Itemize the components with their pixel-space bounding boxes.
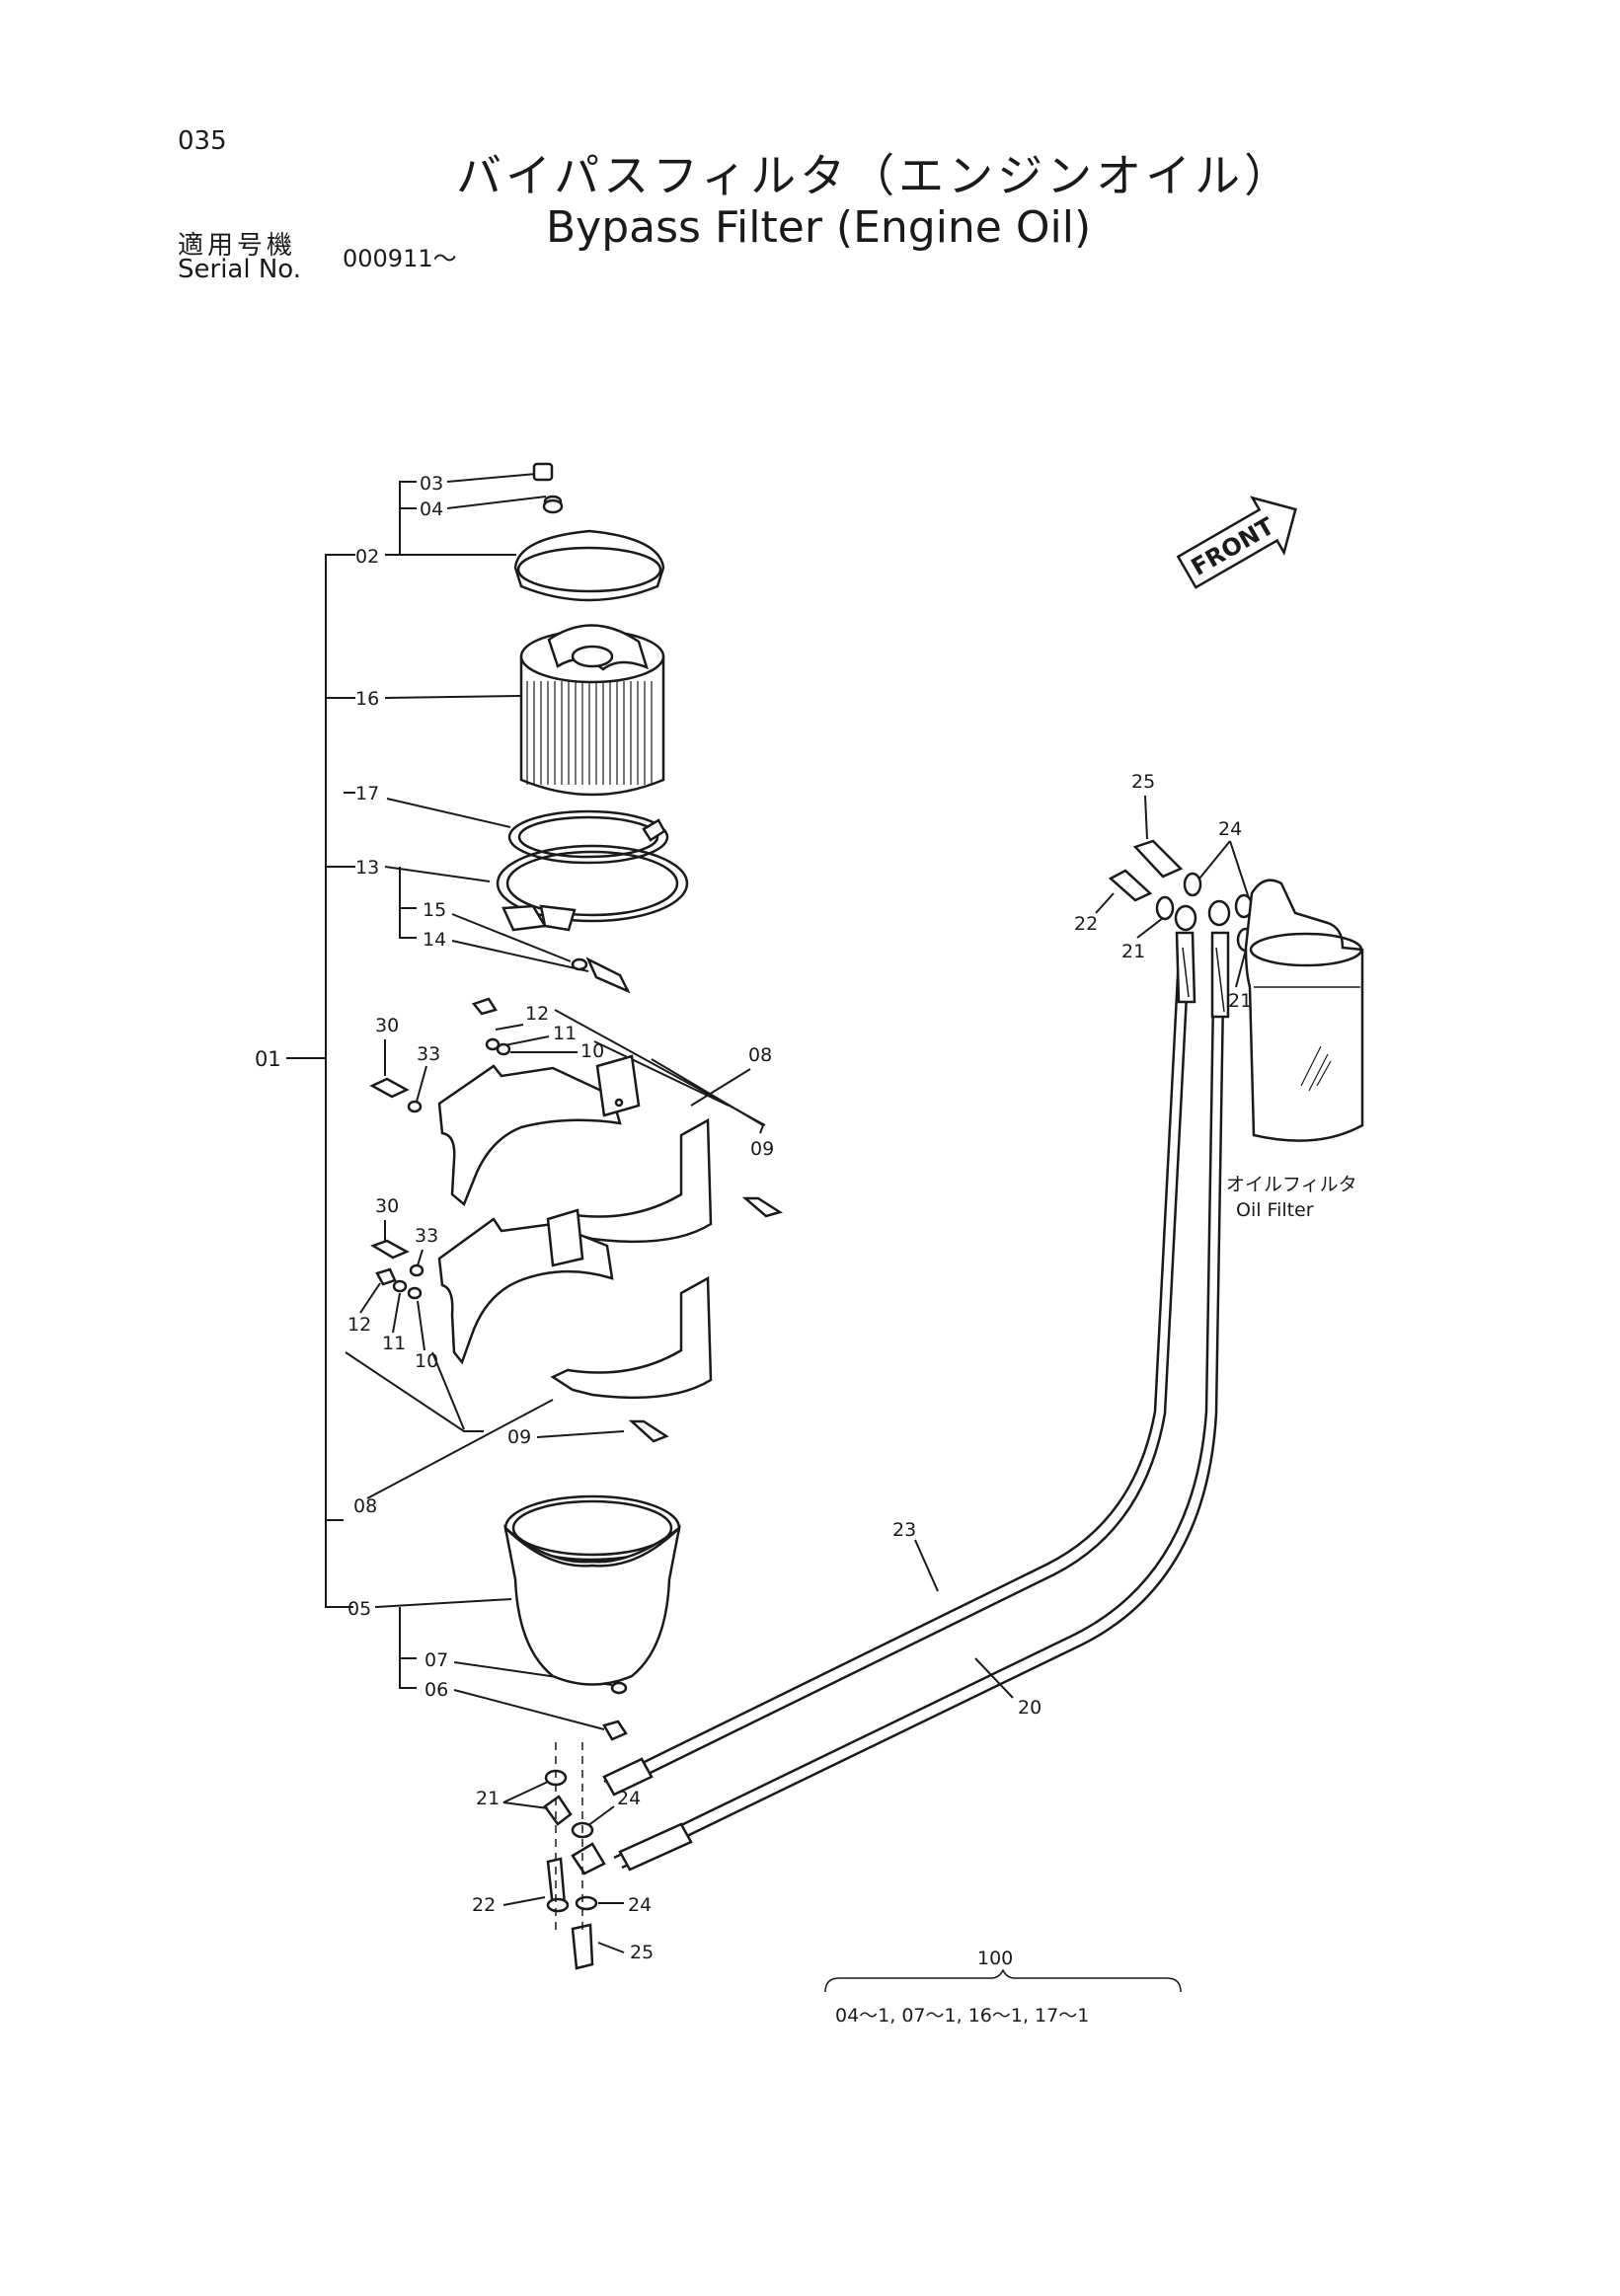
bolt-25-upper: [1132, 839, 1184, 879]
title-english: Bypass Filter (Engine Oil): [546, 202, 1092, 253]
serial-label: Serial No.: [178, 255, 301, 284]
washer-10-upper: [496, 1042, 511, 1056]
callout-22-upper: 22: [1074, 913, 1098, 935]
bracket-08-lower-half: [437, 1217, 614, 1365]
lower-bracket-assembly: 30 33 12 11 10 09 08: [345, 1195, 713, 1517]
callout-02: 02: [355, 546, 379, 568]
callout-05: 05: [347, 1598, 371, 1620]
washer-24-bottom: [575, 1895, 598, 1911]
cover-assembly-02: 02 03 04: [344, 462, 665, 602]
bolt-25-lower: [571, 1923, 594, 1970]
washer-24-upper-a: [1183, 872, 1202, 897]
filter-cover-02: [513, 529, 665, 602]
callout-08-upper: 08: [748, 1044, 772, 1066]
filter-element-16: 16: [344, 624, 665, 797]
bolt-09-upper: [741, 1196, 784, 1218]
serial-label-japanese: 適用号機: [178, 231, 297, 261]
drain-plug-06: [602, 1720, 628, 1741]
upper-bracket-assembly: 30 33 12 11 10 08 09: [369, 997, 784, 1244]
hoses: 23 20: [602, 899, 1231, 1872]
callout-14: 14: [423, 929, 446, 951]
callout-03: 03: [420, 473, 443, 495]
spring-washer-11-lower: [392, 1279, 408, 1293]
callout-12-upper: 12: [525, 1003, 549, 1025]
washer-33-lower: [409, 1263, 424, 1277]
kit-contents: 04～1, 07～1, 16～1, 17～1: [835, 2005, 1089, 2027]
callout-17: 17: [355, 783, 379, 804]
callout-22-lower: 22: [472, 1894, 496, 1916]
callout-06: 06: [424, 1679, 448, 1701]
bleed-screw-03: [532, 462, 554, 482]
callout-24-bottom: 24: [628, 1894, 652, 1916]
o-ring-17: 17: [344, 783, 669, 865]
callout-07: 07: [424, 1649, 448, 1671]
callout-24-lower-upper: 24: [617, 1788, 641, 1809]
callout-08-lower: 08: [353, 1495, 377, 1517]
callout-24-upper: 24: [1218, 818, 1242, 840]
bracket-08-upper-half: [437, 1064, 622, 1207]
callout-11-upper: 11: [553, 1023, 577, 1044]
callout-04: 04: [420, 498, 443, 520]
front-direction-marker: FRONT: [1176, 496, 1297, 589]
serial-value: 000911～: [343, 245, 457, 272]
front-arrow-icon: [1176, 496, 1297, 589]
callout-01: 01: [255, 1047, 281, 1071]
callout-33-lower: 33: [415, 1225, 438, 1247]
band-clamp-13: 13 15 14: [344, 844, 689, 994]
washer-33-upper: [407, 1100, 423, 1113]
filter-case-05: 05 07 06: [344, 1494, 681, 1741]
callout-25-upper: 25: [1131, 771, 1155, 793]
eye-joint-21-lower: [543, 1795, 573, 1826]
bolt-22-upper: [1108, 869, 1153, 902]
callout-30-lower: 30: [375, 1195, 399, 1217]
title-japanese: バイパスフィルタ（エンジンオイル）: [456, 149, 1294, 202]
o-ring-07: [610, 1681, 628, 1695]
callout-09-lower: 09: [507, 1426, 531, 1448]
bolt-09-lower: [628, 1419, 669, 1443]
callout-15: 15: [423, 899, 446, 921]
kit-number: 100: [977, 1948, 1013, 1969]
callout-33-upper: 33: [417, 1043, 440, 1065]
callout-21-right: 21: [1228, 990, 1252, 1012]
nut-12-lower: [375, 1267, 397, 1286]
oil-filter: オイルフィルタ Oil Filter: [1226, 879, 1364, 1221]
callout-20: 20: [1018, 1697, 1041, 1719]
oil-filter-label-jp: オイルフィルタ: [1226, 1174, 1357, 1195]
callout-23: 23: [892, 1519, 916, 1541]
callout-25-lower: 25: [630, 1942, 654, 1963]
bolt-30-lower: [370, 1239, 410, 1260]
callout-10-lower: 10: [415, 1350, 438, 1372]
callout-16: 16: [355, 688, 379, 710]
callout-09-upper: 09: [750, 1138, 774, 1160]
washer-15: [571, 957, 588, 971]
callout-21-upper: 21: [1121, 941, 1145, 962]
spring-washer-11-upper: [485, 1037, 501, 1051]
callout-13: 13: [355, 857, 379, 879]
assembly-bracket-01: 01: [255, 554, 344, 1608]
callout-30-upper: 30: [375, 1015, 399, 1036]
bolt-14: [585, 957, 631, 994]
washer-21-upper-a: [1155, 895, 1175, 921]
callout-11-lower: 11: [382, 1333, 406, 1354]
page-number: 035: [178, 126, 227, 156]
bracket-08-lower-other-half: [550, 1275, 713, 1400]
eye-joint-20-end: [571, 1842, 606, 1875]
washer-10-lower: [407, 1286, 423, 1300]
callout-21-lower: 21: [476, 1788, 500, 1809]
callout-10-upper: 10: [580, 1040, 604, 1062]
oil-filter-label-en: Oil Filter: [1236, 1199, 1314, 1221]
bolt-30-upper: [369, 1077, 410, 1099]
lower-fittings: 21 24 22 24 25: [472, 1742, 654, 1970]
callout-12-lower: 12: [347, 1314, 371, 1336]
nut-12-upper: [471, 997, 498, 1016]
service-kit-100: 100 04～1, 07～1, 16～1, 17～1: [824, 1948, 1182, 2027]
